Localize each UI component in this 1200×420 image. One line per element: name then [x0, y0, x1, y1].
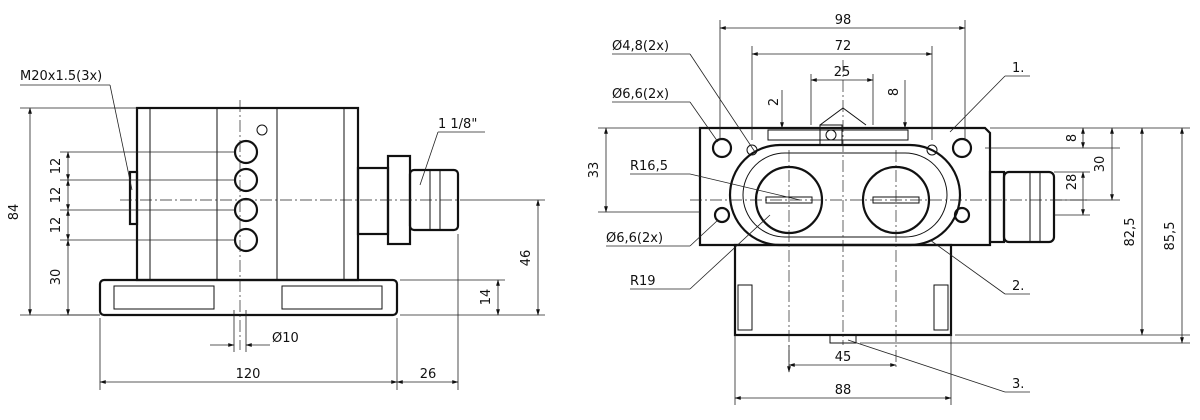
port-circle-1	[233, 139, 259, 165]
r-connector-nut	[988, 170, 1006, 244]
mount-hole-br	[953, 206, 971, 224]
dim-30-right: 30	[1093, 156, 1108, 173]
hole-66-bottom-label: Ø6,6(2x)	[606, 231, 663, 246]
window-outer	[728, 143, 962, 247]
dim-46: 46	[519, 250, 534, 267]
left-view: 84 12 12 12 30 M20x1.5(3x) 1 1/8" 46 14	[7, 69, 545, 390]
dim-45: 45	[835, 350, 852, 365]
port-circle-3	[233, 197, 259, 223]
dim-72: 72	[835, 39, 852, 54]
mount-hole-tr	[951, 137, 973, 159]
lower-slot-left	[737, 284, 753, 331]
base-slot-right	[281, 285, 383, 310]
dim-26: 26	[420, 367, 437, 382]
radius-19-label: R19	[630, 274, 656, 289]
dim-88: 88	[835, 383, 852, 398]
radius-165-label: R16,5	[630, 159, 668, 174]
dim-14: 14	[479, 289, 494, 306]
right-view: 98 72 25 2 8 8 28 30 82,5 85,5	[587, 13, 1190, 405]
callout-2: 2.	[1012, 279, 1024, 294]
r-connector-body	[1002, 170, 1056, 244]
callout-1: 1.	[1012, 61, 1024, 76]
dim-28: 28	[1065, 174, 1080, 191]
dim-84: 84	[7, 204, 22, 221]
dim-85-5: 85,5	[1163, 222, 1178, 251]
lower-slot-right	[933, 284, 949, 331]
hole-66-top-label: Ø6,6(2x)	[612, 87, 669, 102]
dim-33: 33	[587, 162, 602, 179]
housing-cover-right	[276, 107, 345, 281]
dim-dia10: Ø10	[272, 331, 299, 346]
port-circle-4	[233, 227, 259, 253]
port-circle-2	[233, 167, 259, 193]
window-inner	[742, 152, 948, 238]
dim-8-top: 8	[887, 88, 902, 96]
dim-12b: 12	[49, 187, 64, 204]
base-plate	[98, 278, 399, 317]
small-screw	[256, 124, 268, 136]
mount-hole-bl	[713, 206, 731, 224]
top-screw-block	[819, 124, 843, 146]
dim-82-5: 82,5	[1123, 218, 1138, 247]
dim-98: 98	[835, 13, 852, 28]
dim-25: 25	[834, 65, 851, 80]
housing-body	[135, 106, 360, 282]
callout-3: 3.	[1012, 377, 1024, 392]
dim-2: 2	[767, 98, 782, 106]
dim-12c: 12	[49, 217, 64, 234]
housing-cover-left	[149, 107, 218, 281]
base-slot-left	[113, 285, 215, 310]
side-plug	[128, 170, 139, 226]
housing-center	[216, 107, 278, 281]
dim-8-right: 8	[1065, 134, 1080, 142]
connector-nut	[356, 166, 390, 236]
dim-120: 120	[236, 367, 261, 382]
top-bar	[767, 129, 909, 141]
mount-hole-tl	[711, 137, 733, 159]
connector-label: 1 1/8"	[438, 117, 477, 132]
dim-30: 30	[49, 269, 64, 286]
thread-label: M20x1.5(3x)	[20, 69, 102, 84]
hole-48-label: Ø4,8(2x)	[612, 39, 669, 54]
dim-12a: 12	[49, 158, 64, 175]
